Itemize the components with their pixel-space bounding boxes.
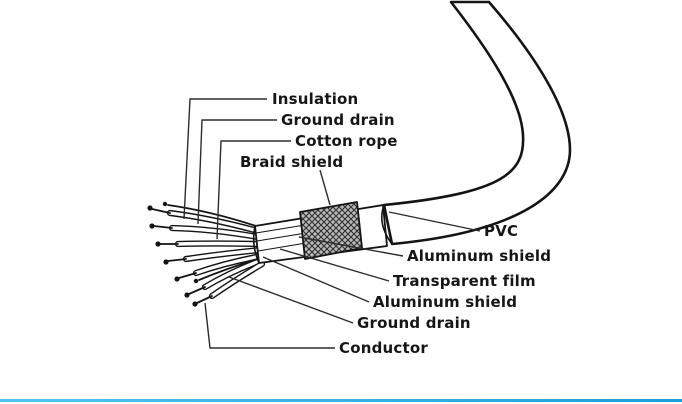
transparent-film-layer-line — [256, 232, 307, 242]
leader-ground-drain-top — [197, 119, 277, 225]
ground-drain-wire — [162, 201, 257, 227]
label-ground-drain-top: Ground drain — [281, 111, 395, 129]
label-aluminum-shield-outer: Aluminum shield — [407, 247, 552, 265]
aluminum-shield-layer-line — [257, 242, 307, 252]
leader-pvc — [388, 211, 481, 232]
pvc-cut-edge — [381, 204, 393, 245]
leader-lines — [183, 98, 481, 349]
leader-transparent-film — [279, 248, 390, 282]
ground-drain-wire — [193, 257, 262, 284]
wire — [184, 256, 266, 298]
wire — [149, 223, 262, 241]
wire — [163, 246, 264, 265]
label-braid-shield: Braid shield — [240, 153, 344, 171]
label-ground-drain-bottom: Ground drain — [357, 314, 471, 332]
label-aluminum-shield-inner: Aluminum shield — [373, 293, 518, 311]
label-pvc: PVC — [484, 222, 519, 240]
wire — [155, 240, 263, 248]
aluminum-shield-layer-line — [255, 224, 306, 234]
leader-aluminum-shield-inner — [262, 256, 370, 303]
label-cotton-rope: Cotton rope — [295, 132, 398, 150]
wire — [174, 252, 265, 282]
braid-shield-section — [299, 201, 363, 260]
leader-insulation — [183, 98, 267, 220]
leader-braid-shield — [319, 169, 331, 206]
leader-cotton-rope — [216, 140, 291, 240]
label-insulation: Insulation — [272, 90, 359, 108]
cable-jacket-pvc — [382, 0, 572, 246]
tube-cut-edge — [252, 225, 260, 264]
leader-aluminum-shield-outer — [298, 236, 404, 257]
label-transparent-film: Transparent film — [393, 272, 536, 290]
wire — [147, 205, 262, 235]
leader-ground-drain-bottom — [228, 276, 354, 324]
leader-conductor — [204, 302, 335, 349]
wires-bundle — [147, 201, 266, 307]
bottom-blue-line — [0, 399, 682, 402]
label-conductor: Conductor — [339, 339, 428, 357]
